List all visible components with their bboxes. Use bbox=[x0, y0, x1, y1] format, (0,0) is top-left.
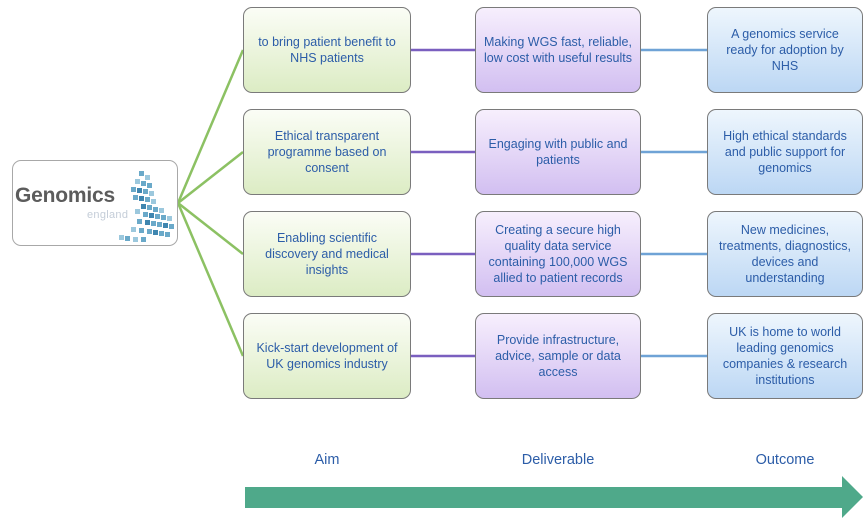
deliverable-box-3: Creating a secure high quality data serv… bbox=[475, 211, 641, 297]
outcome-box-3: New medicines, treatments, diagnostics, … bbox=[707, 211, 863, 297]
deliverable-text-4: Provide infrastructure, advice, sample o… bbox=[495, 332, 621, 380]
logo-title: Genomics bbox=[15, 184, 115, 207]
connector-logo-aim-3 bbox=[177, 202, 244, 255]
connector-logo-aim-1 bbox=[176, 49, 245, 204]
aim-text-1: to bring patient benefit to NHS patients bbox=[258, 34, 396, 65]
aim-box-3: Enabling scientific discovery and medica… bbox=[243, 211, 411, 297]
aim-box-2: Ethical transparent programme based on c… bbox=[243, 109, 411, 195]
column-label-aim: Aim bbox=[314, 452, 340, 468]
column-label-deliverable: Deliverable bbox=[521, 452, 595, 468]
outcome-text-1: A genomics service ready for adoption by… bbox=[726, 26, 844, 74]
outcome-text-2: High ethical standards and public suppor… bbox=[723, 128, 847, 176]
uk-map-icon bbox=[119, 171, 174, 242]
aim-box-1: to bring patient benefit to NHS patients bbox=[243, 7, 411, 93]
deliverable-box-4: Provide infrastructure, advice, sample o… bbox=[475, 313, 641, 399]
outcome-box-2: High ethical standards and public suppor… bbox=[707, 109, 863, 195]
progression-arrow bbox=[245, 476, 863, 518]
aim-text-4: Kick-start development of UK genomics in… bbox=[256, 340, 398, 371]
column-label-outcome: Outcome bbox=[755, 452, 815, 468]
outcome-box-1: A genomics service ready for adoption by… bbox=[707, 7, 863, 93]
outcome-text-3: New medicines, treatments, diagnostics, … bbox=[718, 222, 851, 286]
deliverable-text-3: Creating a secure high quality data serv… bbox=[488, 222, 628, 286]
deliverable-text-2: Engaging with public and patients bbox=[488, 136, 628, 167]
aim-text-3: Enabling scientific discovery and medica… bbox=[265, 230, 389, 278]
outcome-box-4: UK is home to world leading genomics com… bbox=[707, 313, 863, 399]
outcome-text-4: UK is home to world leading genomics com… bbox=[722, 324, 848, 388]
aim-box-4: Kick-start development of UK genomics in… bbox=[243, 313, 411, 399]
deliverable-text-1: Making WGS fast, reliable, low cost with… bbox=[484, 34, 632, 65]
connector-logo-aim-2 bbox=[177, 151, 244, 204]
connector-logo-aim-4 bbox=[176, 202, 245, 357]
deliverable-box-2: Engaging with public and patients bbox=[475, 109, 641, 195]
genomics-england-logo: Genomics england bbox=[12, 160, 178, 246]
logo-subtitle: england bbox=[87, 209, 129, 221]
deliverable-box-1: Making WGS fast, reliable, low cost with… bbox=[475, 7, 641, 93]
aim-text-2: Ethical transparent programme based on c… bbox=[267, 128, 387, 176]
